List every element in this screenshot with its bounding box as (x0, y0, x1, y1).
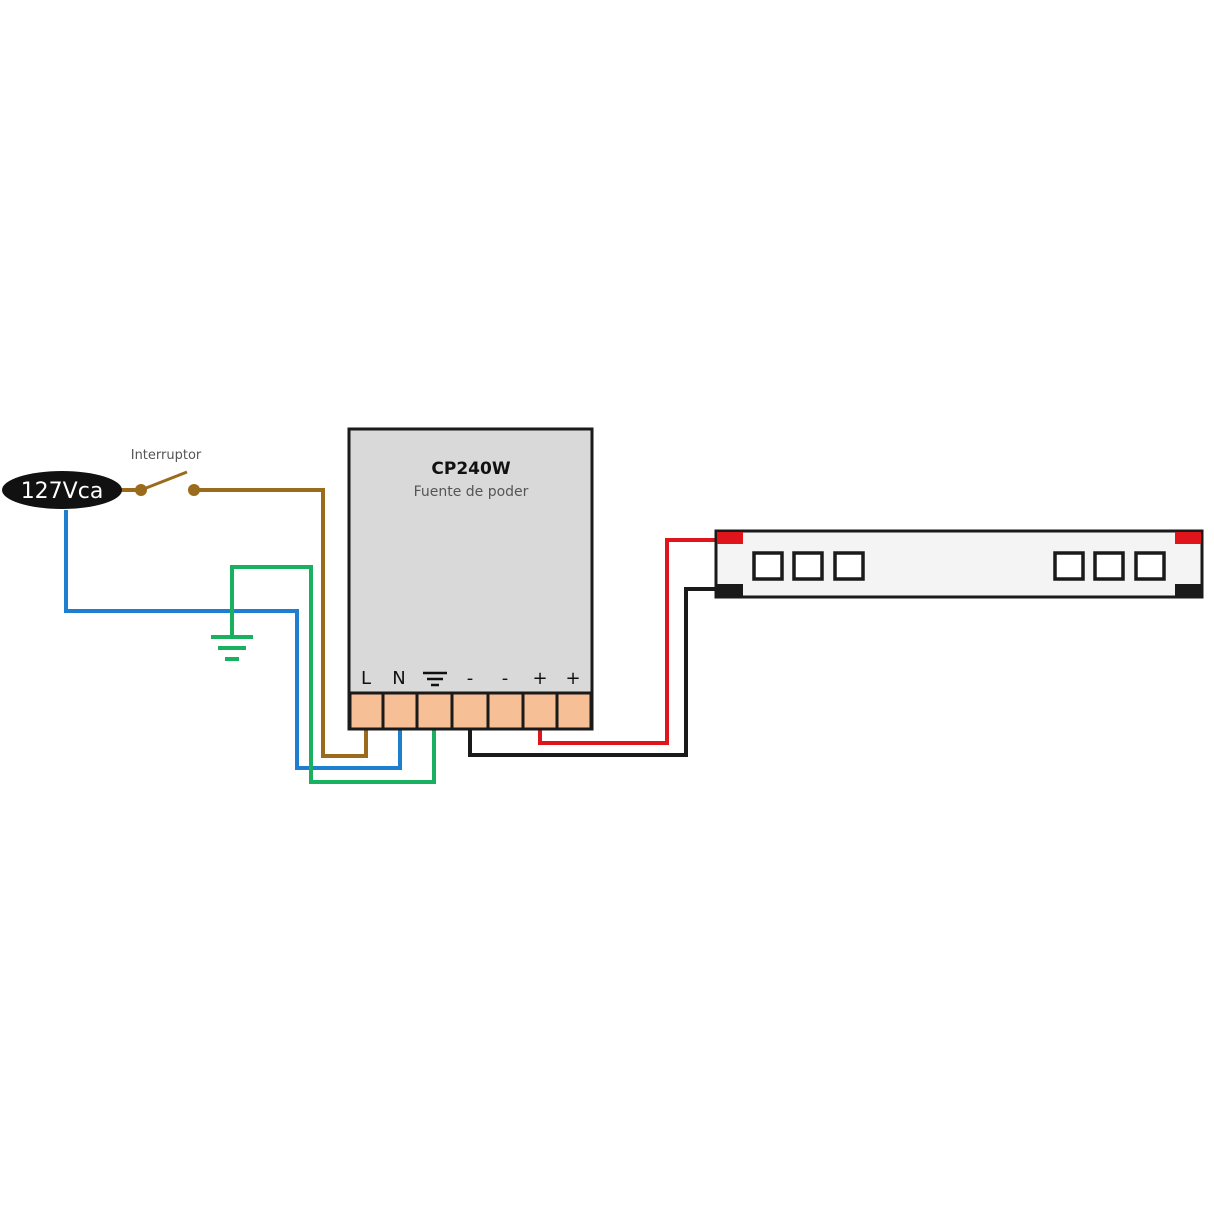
terminal-block (348, 691, 593, 731)
source-label: 127Vca (21, 479, 104, 504)
positive-wire (538, 538, 716, 745)
strip-pad-negative-right (1175, 584, 1201, 596)
power-supply-model: CP240W (431, 459, 510, 479)
led-chip (792, 551, 824, 581)
led-chip (1053, 551, 1085, 581)
terminal-neg-2 (486, 691, 525, 731)
neutral-wire (64, 510, 402, 770)
terminal-earth (415, 691, 454, 731)
strip-pad-negative-left (717, 584, 743, 596)
line-wire (194, 488, 368, 758)
switch: Interruptor (131, 448, 202, 496)
strip-pad-positive-left (717, 532, 743, 544)
terminal-n (381, 691, 419, 731)
terminal-pos-1 (521, 691, 559, 731)
ac-source: 127Vca (2, 471, 122, 509)
led-strip (714, 529, 1204, 599)
terminal-label-neg-1: - (467, 668, 474, 689)
switch-label: Interruptor (131, 448, 202, 463)
led-chip (752, 551, 784, 581)
led-chip (1134, 551, 1166, 581)
ground-symbol-icon (211, 635, 253, 661)
led-chip (1093, 551, 1125, 581)
terminal-label-pos-2: + (565, 668, 580, 689)
earth-terminal-icon (423, 671, 447, 687)
negative-wire (468, 587, 716, 757)
terminal-label-pos-1: + (532, 668, 547, 689)
strip-pad-positive-right (1175, 532, 1201, 544)
power-supply-body (347, 427, 594, 731)
terminal-label-neg-2: - (502, 668, 509, 689)
power-supply-subtitle: Fuente de poder (414, 484, 529, 500)
led-chip (833, 551, 865, 581)
terminal-neg-1 (450, 691, 490, 731)
ground-wire (230, 565, 436, 784)
terminal-l (348, 691, 385, 731)
terminal-label-n: N (392, 668, 405, 689)
power-supply: CP240W Fuente de poder L N - - + + (347, 427, 594, 731)
led-strip-body (714, 529, 1204, 599)
terminal-pos-2 (555, 691, 593, 731)
terminal-label-l: L (361, 668, 371, 689)
